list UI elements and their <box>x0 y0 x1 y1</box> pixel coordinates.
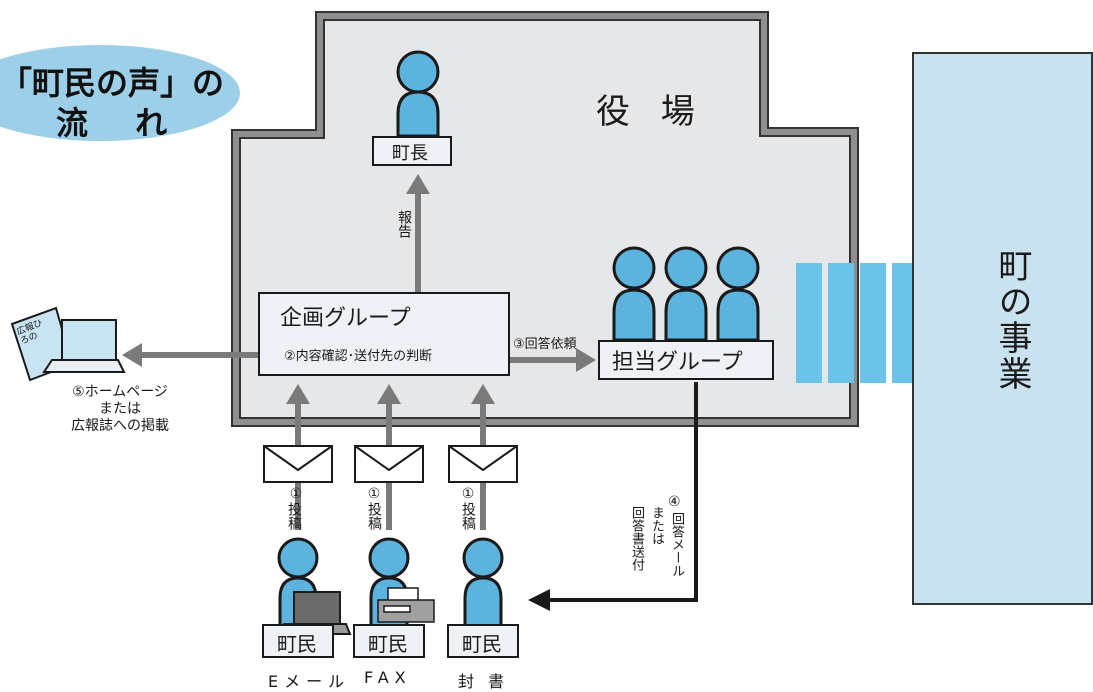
citizen-method: Eメール <box>268 672 351 691</box>
citizen-person-icon <box>462 537 504 628</box>
charge-group-label: 担当グループ <box>612 350 743 375</box>
citizen-label: 町民 <box>368 632 408 656</box>
diagram-title-line2: 流 れ <box>56 104 186 142</box>
envelope-icon <box>263 445 333 483</box>
post-number: ① <box>461 486 475 502</box>
post-number: ① <box>367 486 381 502</box>
reply-number: ④ <box>668 494 681 510</box>
report-label: 報告 <box>396 210 412 238</box>
planning-group-subtitle: ②内容確認･送付先の判断 <box>284 349 433 364</box>
post-label: 投稿 <box>460 502 476 530</box>
planning-group-box <box>258 292 510 376</box>
post-label: 投稿 <box>286 502 302 530</box>
building-label: 役 場 <box>596 92 705 132</box>
publication-label: ⑤ホームページ または 広報誌への掲載 <box>40 384 200 435</box>
publication-line2: または <box>99 401 141 417</box>
diagram-title-line1: 「町民の声」の <box>0 64 225 102</box>
charge-group-box <box>598 340 774 380</box>
town-business-box <box>912 52 1093 605</box>
publication-line3: 広報誌への掲載 <box>71 418 169 434</box>
mayor-label: 町長 <box>392 143 428 164</box>
title-oval <box>0 45 240 141</box>
envelope-icon <box>354 445 424 483</box>
citizen-label: 町民 <box>277 632 317 656</box>
charge-group-people-icon <box>612 246 760 342</box>
publication-line1: ⑤ホームページ <box>72 384 168 400</box>
reply-line2: または <box>649 506 664 545</box>
citizen-box <box>353 624 425 658</box>
fax-machine-icon <box>377 587 435 623</box>
mayor-person-icon <box>396 50 440 138</box>
citizen-box <box>447 624 519 658</box>
town-business-label: 町の事業 <box>992 248 1032 392</box>
reply-arrow <box>528 382 698 611</box>
request-label: ③回答依頼 <box>513 337 577 352</box>
post-label: 投稿 <box>366 502 382 530</box>
citizen-method: FAX <box>364 668 412 687</box>
citizen-label: 町民 <box>462 632 502 656</box>
post-number: ① <box>289 486 303 502</box>
publication-laptop-icon <box>10 306 126 382</box>
citizen-method: 封書 <box>458 672 519 691</box>
planning-group-title: 企画グループ <box>280 306 411 331</box>
envelope-icon <box>448 445 518 483</box>
mayor-box <box>372 136 452 166</box>
reply-line1: 回答メール <box>669 512 684 577</box>
citizen-box <box>262 624 334 658</box>
reply-line3: 回答書送付 <box>629 506 644 571</box>
